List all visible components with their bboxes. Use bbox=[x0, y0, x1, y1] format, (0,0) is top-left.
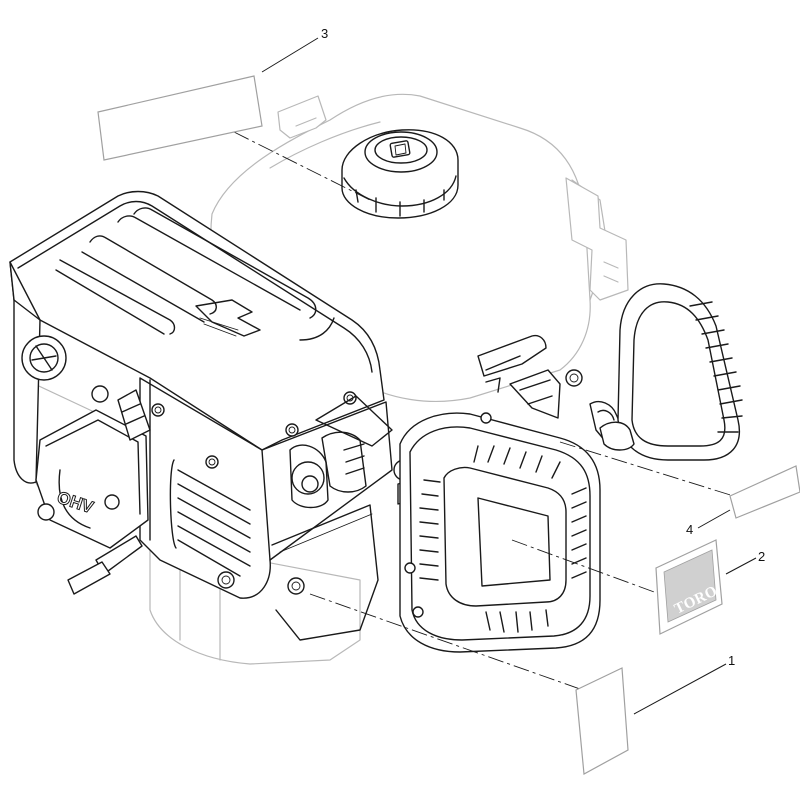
assembly-line-4 bbox=[559, 441, 741, 499]
decal-2: TORO bbox=[655, 539, 723, 635]
callout-1: 1 bbox=[633, 653, 735, 715]
engine-drawing: OHV bbox=[9, 93, 743, 665]
recoil-starter-cover bbox=[399, 412, 601, 653]
fuel-cap bbox=[341, 129, 459, 219]
callout-4: 4 bbox=[686, 509, 731, 537]
decal-3 bbox=[97, 75, 263, 161]
engine-shroud bbox=[9, 190, 385, 451]
callout-2: 2 bbox=[725, 549, 765, 575]
callout-number: 2 bbox=[758, 549, 765, 564]
callout-3: 3 bbox=[261, 26, 328, 73]
decal-4 bbox=[729, 465, 800, 519]
recoil-starter-handle bbox=[589, 283, 743, 461]
callout-number: 1 bbox=[728, 653, 735, 668]
assembly-line-1 bbox=[309, 593, 601, 697]
assembly-line-2 bbox=[511, 539, 677, 601]
cylinder-head: OHV bbox=[35, 385, 151, 595]
callout-number: 3 bbox=[321, 26, 328, 41]
callout-number: 4 bbox=[686, 522, 693, 537]
air-cleaner bbox=[477, 334, 583, 419]
decal-1 bbox=[575, 667, 629, 775]
